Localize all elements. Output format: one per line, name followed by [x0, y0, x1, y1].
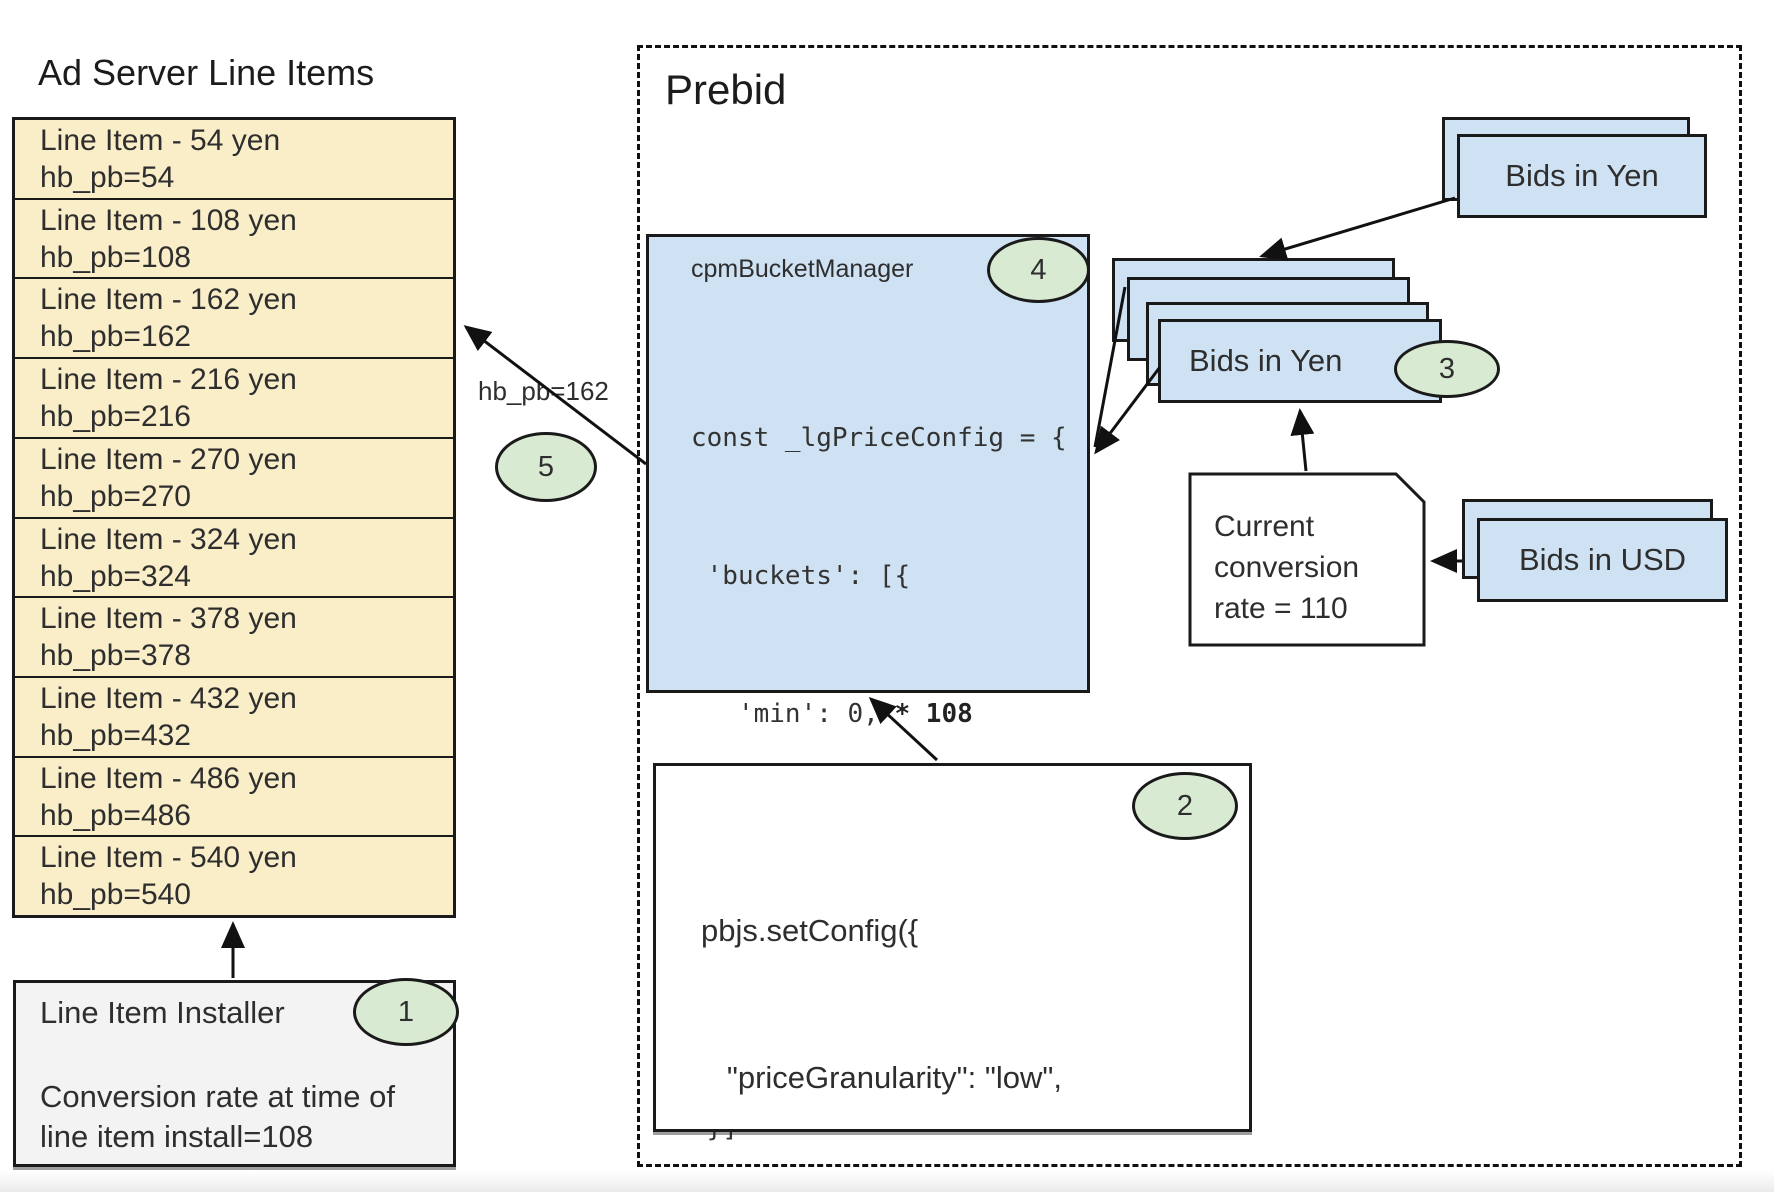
line-item-name: Line Item - 108 yen: [40, 203, 297, 237]
line-item-row: Line Item - 486 yen hb_pb=486: [15, 755, 453, 836]
page-edge: [0, 1170, 1774, 1192]
line-item-installer-box: Line Item Installer Conversion rate at t…: [13, 980, 456, 1167]
prebid-title: Prebid: [665, 66, 787, 113]
line-item-hbpb: hb_pb=540: [40, 878, 191, 912]
line-item-name: Line Item - 486 yen: [40, 761, 297, 795]
line-item-hbpb: hb_pb=162: [40, 320, 191, 354]
bids-in-yen-stack-front-card: Bids in Yen: [1158, 319, 1442, 403]
line-item-row: Line Item - 324 yen hb_pb=324: [15, 516, 453, 597]
line-item-name: Line Item - 432 yen: [40, 681, 297, 715]
pbjs-setconfig-code: pbjs.setConfig({ "priceGranularity": "lo…: [701, 913, 1063, 1095]
installer-title: Line Item Installer: [40, 995, 285, 1030]
hb-pb-arrow-label: hb_pb=162: [478, 376, 609, 406]
step-badge-3: 3: [1394, 340, 1500, 398]
line-item-hbpb: hb_pb=270: [40, 479, 191, 513]
step-badge-1: 1: [353, 978, 459, 1046]
line-item-name: Line Item - 324 yen: [40, 522, 297, 556]
line-item-hbpb: hb_pb=324: [40, 559, 191, 593]
line-item-hbpb: hb_pb=108: [40, 240, 191, 274]
step-badge-5: 5: [495, 432, 597, 502]
line-item-name: Line Item - 162 yen: [40, 283, 297, 317]
line-item-hbpb: hb_pb=432: [40, 718, 191, 752]
line-item-hbpb: hb_pb=486: [40, 798, 191, 832]
bids-in-yen-incoming-card: Bids in Yen: [1457, 134, 1707, 218]
line-item-row: Line Item - 108 yen hb_pb=108: [15, 197, 453, 278]
line-item-name: Line Item - 270 yen: [40, 442, 297, 476]
line-item-hbpb: hb_pb=378: [40, 639, 191, 673]
step-badge-4: 4: [987, 237, 1090, 303]
step-badge-2: 2: [1132, 772, 1238, 840]
conversion-rate-note: Current conversion rate = 110: [1214, 510, 1360, 625]
line-item-row: Line Item - 54 yen hb_pb=54: [15, 120, 453, 198]
line-item-table: Line Item - 54 yen hb_pb=54 Line Item - …: [12, 117, 456, 918]
ad-server-title: Ad Server Line Items: [38, 52, 375, 93]
line-item-row: Line Item - 378 yen hb_pb=378: [15, 596, 453, 676]
cpm-bucket-manager-label: cpmBucketManager: [691, 255, 914, 283]
cpm-bucket-manager-box: cpmBucketManager const _lgPriceConfig = …: [646, 234, 1090, 1143]
line-item-name: Line Item - 216 yen: [40, 363, 297, 397]
line-item-row: Line Item - 162 yen hb_pb=162: [15, 277, 453, 357]
prebid-container: [637, 45, 1742, 1167]
line-item-row: Line Item - 540 yen hb_pb=540: [15, 835, 453, 915]
bids-in-usd-card: Bids in USD: [1477, 518, 1728, 602]
line-item-row: Line Item - 432 yen hb_pb=432: [15, 675, 453, 756]
installer-note: Conversion rate at time of line item ins…: [40, 1079, 395, 1154]
line-item-row: Line Item - 216 yen hb_pb=216: [15, 357, 453, 437]
line-item-name: Line Item - 54 yen: [40, 124, 281, 157]
line-item-name: Line Item - 378 yen: [40, 602, 297, 636]
line-item-hbpb: hb_pb=216: [40, 400, 191, 434]
line-item-hbpb: hb_pb=54: [40, 161, 175, 194]
line-item-row: Line Item - 270 yen hb_pb=270: [15, 436, 453, 517]
line-item-name: Line Item - 540 yen: [40, 841, 297, 875]
